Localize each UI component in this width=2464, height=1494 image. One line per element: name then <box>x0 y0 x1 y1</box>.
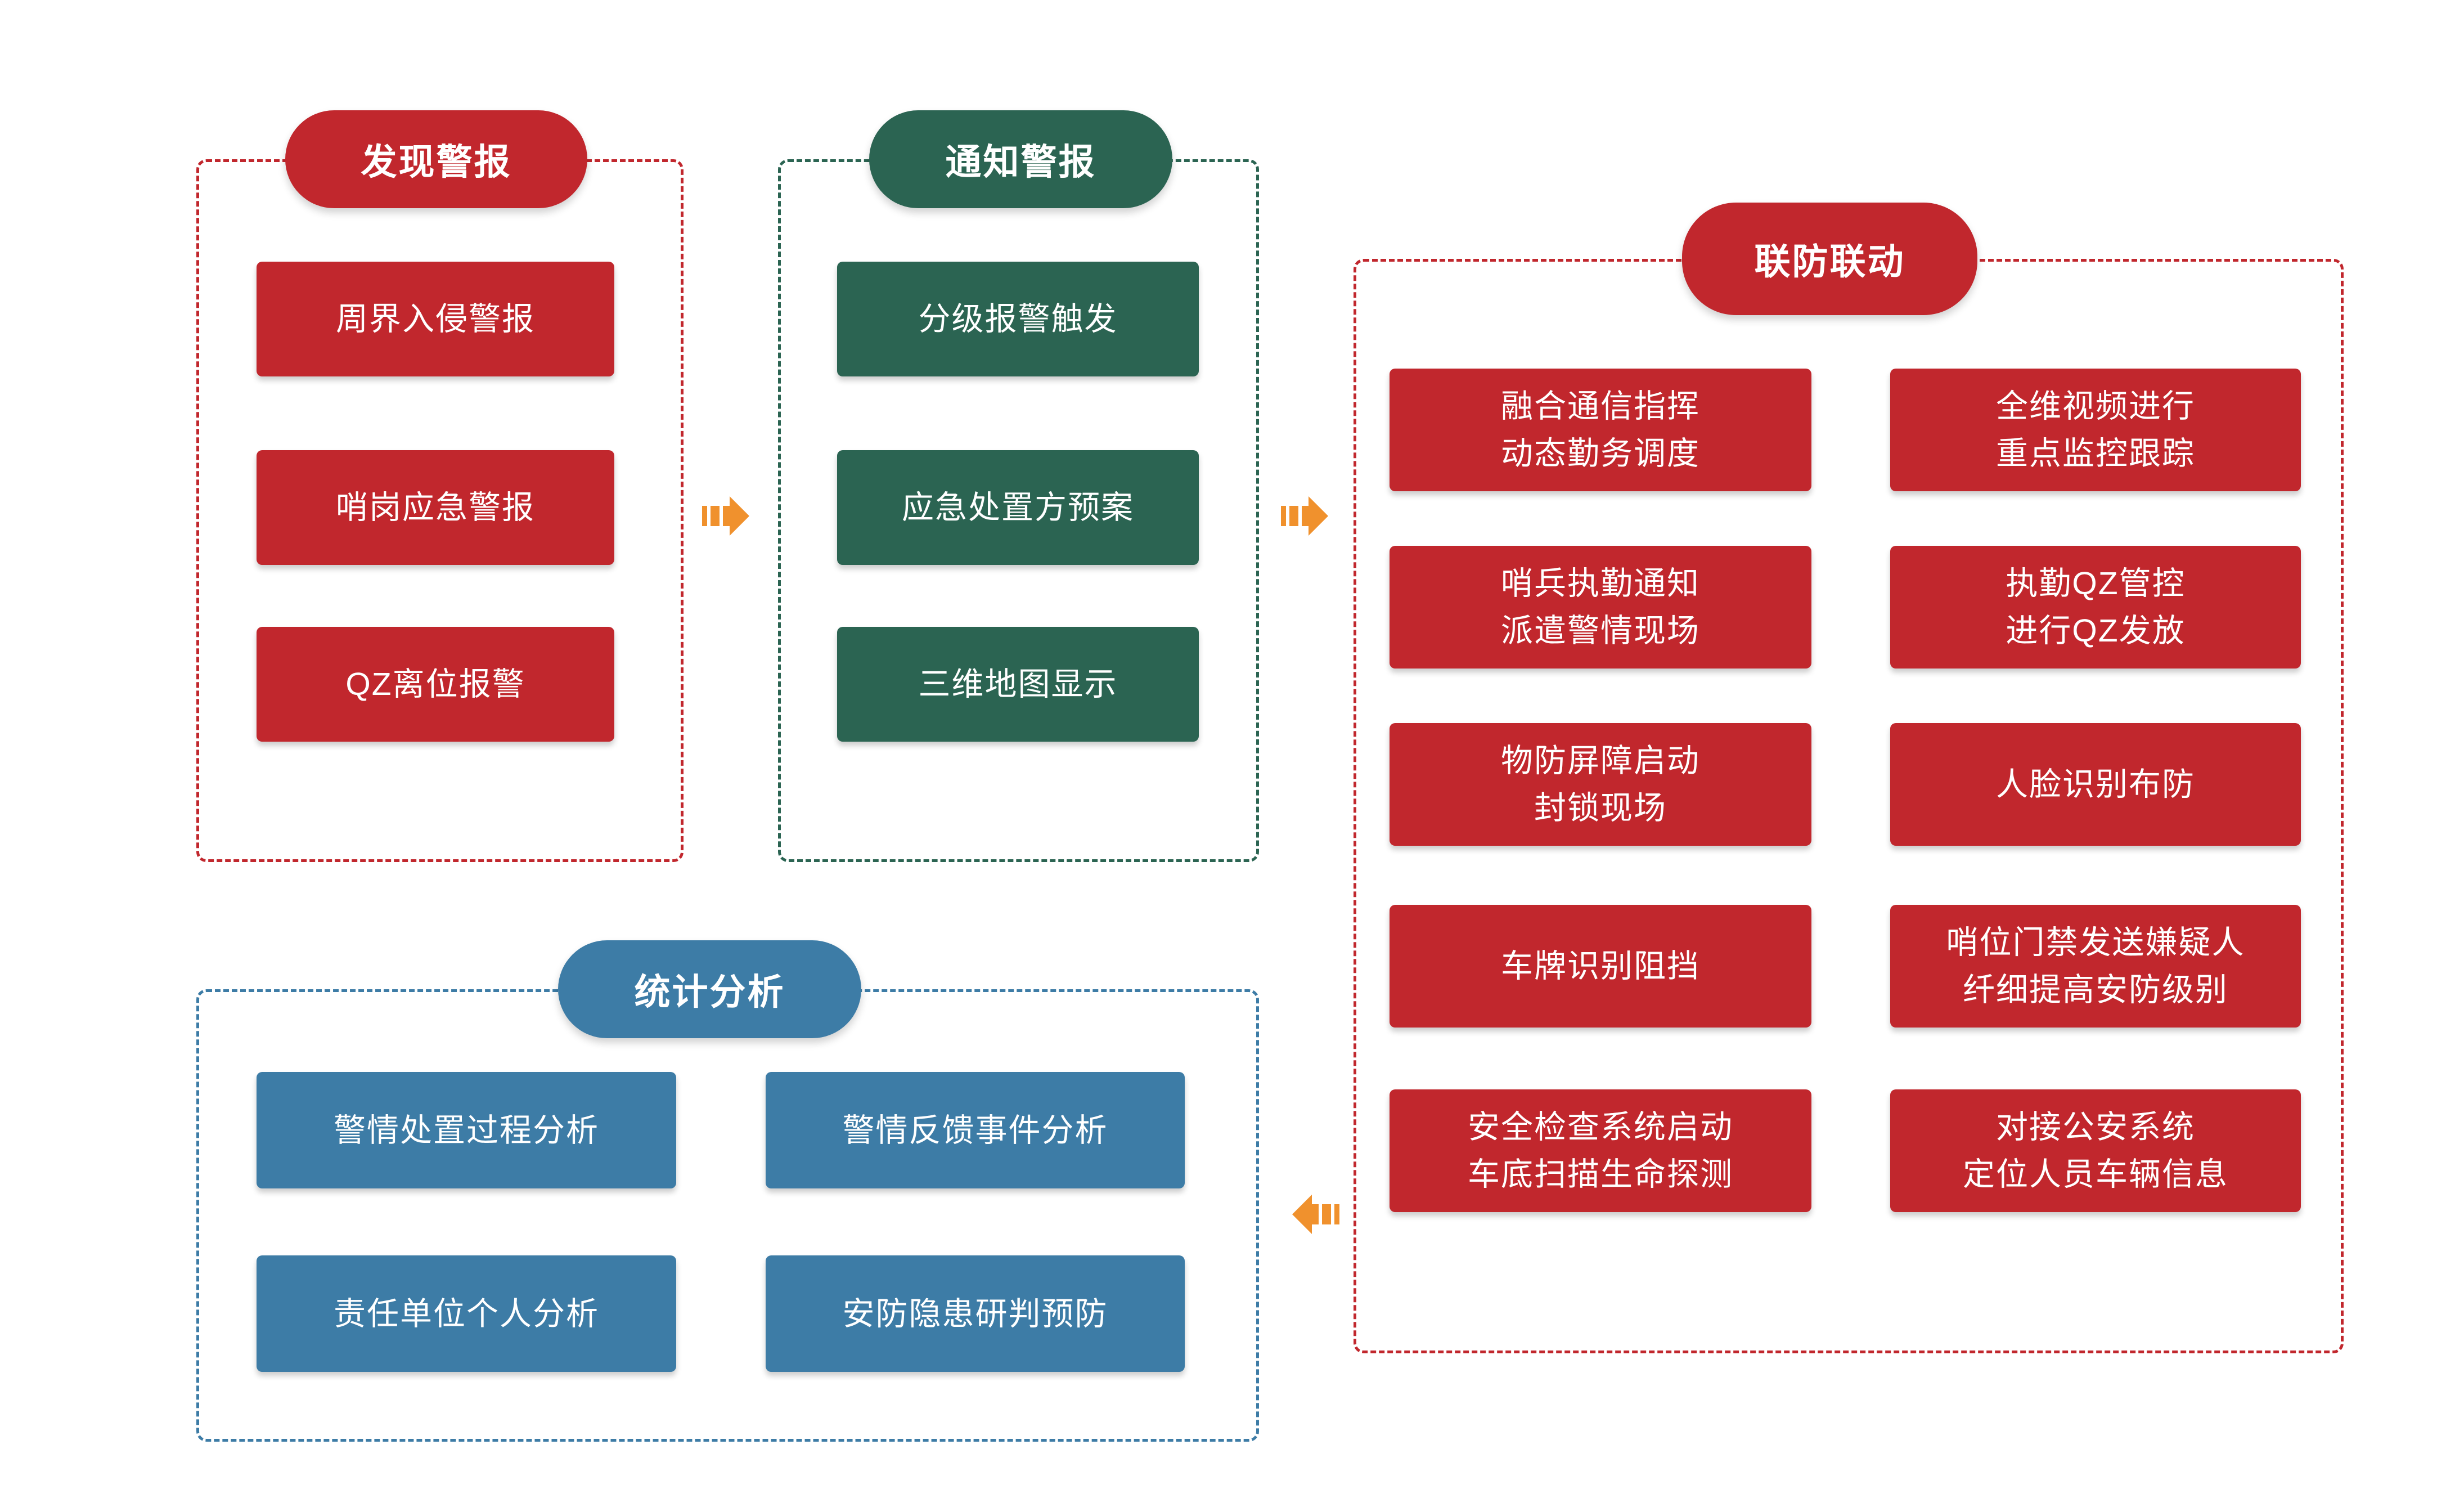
linkage-box-right-1: 全维视频进行 重点监控跟踪 <box>1890 369 2301 491</box>
notify-box-1: 分级报警触发 <box>837 262 1199 376</box>
notify-section-title: 通知警报 <box>869 110 1172 208</box>
linkage-box-right-1-line1: 全维视频进行 <box>1996 388 2195 424</box>
linkage-box-left-3: 物防屏障启动 封锁现场 <box>1390 723 1811 846</box>
discover-section-title: 发现警报 <box>285 110 587 208</box>
linkage-box-left-2-line2: 派遣警情现场 <box>1501 613 1700 649</box>
linkage-box-right-4-line2: 纤细提高安防级别 <box>1963 972 2228 1008</box>
notify-box-3: 三维地图显示 <box>837 627 1199 742</box>
stats-title-label: 统计分析 <box>634 972 785 1012</box>
notify-box-2: 应急处置方预案 <box>837 450 1199 565</box>
arrow-linkage-to-stats-icon <box>1292 1194 1339 1235</box>
linkage-box-left-1-line1: 融合通信指挥 <box>1501 388 1700 424</box>
stats-box-3: 责任单位个人分析 <box>257 1255 676 1372</box>
discover-box-1: 周界入侵警报 <box>257 262 614 376</box>
discover-title-label: 发现警报 <box>361 142 512 182</box>
linkage-box-left-1-line2: 动态勤务调度 <box>1501 436 1700 472</box>
arrow-notify-to-linkage-icon <box>1281 496 1328 536</box>
linkage-box-right-2-line2: 进行QZ发放 <box>2006 613 2186 649</box>
notify-title-label: 通知警报 <box>945 142 1096 182</box>
discover-box-2-label: 哨岗应急警报 <box>336 490 535 526</box>
notify-box-1-label: 分级报警触发 <box>918 301 1118 337</box>
linkage-box-right-4-line1: 哨位门禁发送嫌疑人 <box>1946 925 2245 961</box>
stats-box-2: 警情反馈事件分析 <box>766 1072 1185 1188</box>
linkage-box-right-5: 对接公安系统 定位人员车辆信息 <box>1890 1089 2301 1212</box>
discover-box-1-label: 周界入侵警报 <box>336 301 535 337</box>
linkage-box-left-2: 哨兵执勤通知 派遣警情现场 <box>1390 546 1811 669</box>
linkage-box-right-5-line1: 对接公安系统 <box>1996 1109 2195 1145</box>
stats-box-4: 安防隐患研判预防 <box>766 1255 1185 1372</box>
stats-section-title: 统计分析 <box>558 940 861 1038</box>
linkage-box-left-2-line1: 哨兵执勤通知 <box>1501 566 1700 602</box>
linkage-box-right-2: 执勤QZ管控 进行QZ发放 <box>1890 546 2301 669</box>
linkage-section-title: 联防联动 <box>1682 203 1977 315</box>
stats-box-1-label: 警情处置过程分析 <box>334 1112 599 1148</box>
linkage-box-right-5-line2: 定位人员车辆信息 <box>1963 1156 2228 1192</box>
linkage-title-label: 联防联动 <box>1754 241 1905 282</box>
stats-box-1: 警情处置过程分析 <box>257 1072 676 1188</box>
linkage-box-right-2-line1: 执勤QZ管控 <box>2006 566 2186 602</box>
discover-box-3: QZ离位报警 <box>257 627 614 742</box>
linkage-box-left-1: 融合通信指挥 动态勤务调度 <box>1390 369 1811 491</box>
linkage-box-left-4: 车牌识别阻挡 <box>1390 905 1811 1028</box>
linkage-box-right-3: 人脸识别布防 <box>1890 723 2301 846</box>
linkage-box-left-5: 安全检查系统启动 车底扫描生命探测 <box>1390 1089 1811 1212</box>
linkage-box-right-4: 哨位门禁发送嫌疑人 纤细提高安防级别 <box>1890 905 2301 1028</box>
notify-box-3-label: 三维地图显示 <box>918 666 1118 702</box>
linkage-box-left-3-line1: 物防屏障启动 <box>1501 743 1700 779</box>
arrow-discover-to-notify-icon <box>702 496 749 536</box>
stats-box-3-label: 责任单位个人分析 <box>334 1295 599 1332</box>
notify-box-2-label: 应急处置方预案 <box>902 490 1134 526</box>
linkage-box-right-1-line2: 重点监控跟踪 <box>1996 436 2195 472</box>
linkage-box-left-5-line2: 车底扫描生命探测 <box>1468 1156 1733 1192</box>
stats-box-2-label: 警情反馈事件分析 <box>842 1112 1108 1148</box>
stats-section-frame <box>196 989 1259 1442</box>
stats-box-4-label: 安防隐患研判预防 <box>842 1295 1108 1332</box>
linkage-box-left-4-line1: 车牌识别阻挡 <box>1501 948 1700 984</box>
discover-box-2: 哨岗应急警报 <box>257 450 614 565</box>
linkage-box-left-5-line1: 安全检查系统启动 <box>1468 1109 1733 1145</box>
discover-box-3-label: QZ离位报警 <box>345 666 525 702</box>
linkage-box-left-3-line2: 封锁现场 <box>1534 790 1667 826</box>
linkage-box-right-3-line1: 人脸识别布防 <box>1996 766 2195 802</box>
